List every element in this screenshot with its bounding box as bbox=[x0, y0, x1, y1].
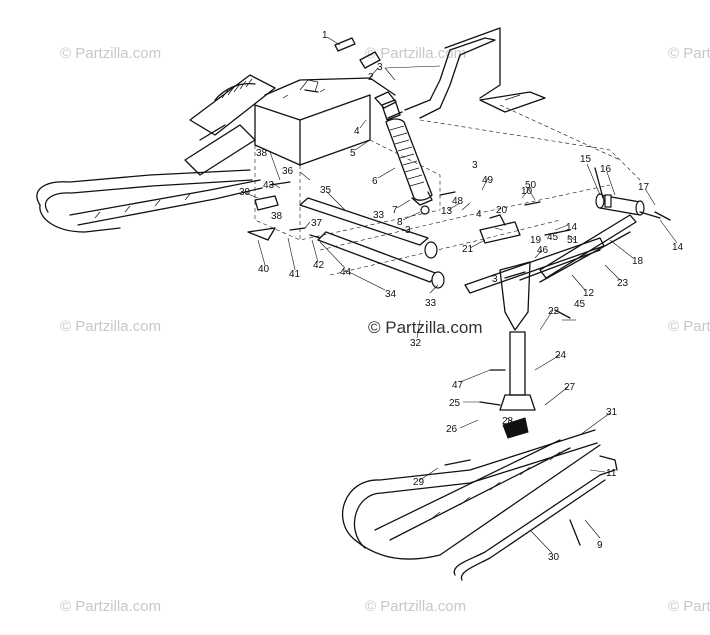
callout-17: 17 bbox=[638, 182, 650, 193]
callout-3b: 3 bbox=[405, 225, 411, 236]
callout-2: 2 bbox=[368, 72, 374, 83]
callout-39: 39 bbox=[239, 187, 251, 198]
rear-ski-drawing bbox=[36, 169, 263, 233]
callout-45: 45 bbox=[574, 299, 586, 310]
callout-6: 6 bbox=[372, 176, 378, 187]
callout-23: 23 bbox=[617, 278, 629, 289]
callout-19: 19 bbox=[530, 235, 542, 246]
callout-labels: 1 2 3 4 5 6 7 8 9 10 11 12 13 14 14 15 1… bbox=[239, 30, 684, 563]
callout-47: 47 bbox=[452, 380, 464, 391]
watermark: © Partzilla.com bbox=[668, 318, 710, 335]
callout-44: 44 bbox=[340, 267, 352, 278]
callout-26: 26 bbox=[446, 424, 458, 435]
callout-35: 35 bbox=[320, 185, 332, 196]
callout-41: 41 bbox=[289, 269, 301, 280]
callout-46: 46 bbox=[537, 245, 549, 256]
callout-7: 7 bbox=[392, 205, 398, 216]
callout-13: 13 bbox=[441, 206, 453, 217]
callout-33b: 33 bbox=[373, 210, 385, 221]
callout-42: 42 bbox=[313, 260, 325, 271]
callout-38b: 38 bbox=[271, 211, 283, 222]
callout-28: 28 bbox=[502, 416, 514, 427]
callout-10: 10 bbox=[521, 186, 533, 197]
callout-51: 51 bbox=[567, 235, 579, 246]
callout-29: 29 bbox=[413, 477, 425, 488]
callout-16: 16 bbox=[600, 164, 612, 175]
callout-24: 24 bbox=[555, 350, 567, 361]
frame-drawing bbox=[254, 27, 641, 276]
callout-4b: 4 bbox=[476, 209, 482, 220]
callout-25: 25 bbox=[449, 398, 461, 409]
hardware-drawing bbox=[247, 37, 661, 546]
callout-8: 8 bbox=[397, 217, 403, 228]
spindle-drawing bbox=[479, 214, 536, 439]
callout-22: 22 bbox=[548, 306, 560, 317]
callout-9: 9 bbox=[597, 540, 603, 551]
callout-21: 21 bbox=[462, 244, 474, 255]
watermark: © Partzilla.com bbox=[365, 598, 467, 615]
callout-20: 20 bbox=[496, 205, 508, 216]
callout-12: 12 bbox=[583, 288, 595, 299]
watermark: © Partzilla.com bbox=[60, 318, 162, 335]
watermark: © Partzilla.com bbox=[60, 45, 162, 62]
callout-37: 37 bbox=[311, 218, 323, 229]
callout-33: 33 bbox=[425, 298, 437, 309]
watermark: © Partzilla.com bbox=[365, 45, 467, 62]
callout-45b: 45 bbox=[547, 232, 559, 243]
callout-27: 27 bbox=[564, 382, 576, 393]
callout-15: 15 bbox=[580, 154, 592, 165]
callout-32: 32 bbox=[410, 338, 422, 349]
callout-4: 4 bbox=[354, 126, 360, 137]
watermark: © Partzilla.com bbox=[668, 598, 710, 615]
watermark: © Partzilla.com bbox=[60, 598, 162, 615]
callout-3: 3 bbox=[377, 62, 383, 73]
callout-50: 50 bbox=[525, 180, 537, 191]
callout-30: 30 bbox=[548, 552, 560, 563]
callout-14: 14 bbox=[566, 222, 578, 233]
rear-shock-drawing bbox=[184, 74, 276, 176]
callout-3d: 3 bbox=[492, 274, 498, 285]
callout-48: 48 bbox=[452, 196, 464, 207]
watermark-center: © Partzilla.com bbox=[368, 318, 483, 337]
radius-rods-drawing bbox=[299, 197, 637, 294]
callout-5: 5 bbox=[350, 148, 356, 159]
cross-shaft-drawing bbox=[595, 193, 671, 221]
callout-49: 49 bbox=[482, 175, 494, 186]
callout-1: 1 bbox=[322, 30, 328, 41]
callout-31: 31 bbox=[606, 407, 618, 418]
callout-43: 43 bbox=[263, 180, 275, 191]
callout-18: 18 bbox=[632, 256, 644, 267]
leader-lines bbox=[242, 36, 678, 554]
callout-14b: 14 bbox=[672, 242, 684, 253]
callout-40: 40 bbox=[258, 264, 270, 275]
callout-3c: 3 bbox=[472, 160, 478, 171]
callout-36: 36 bbox=[282, 166, 294, 177]
front-ski-drawing bbox=[341, 429, 618, 581]
callout-38: 38 bbox=[256, 148, 268, 159]
watermark: © Partzilla.com bbox=[668, 45, 710, 62]
callout-34: 34 bbox=[385, 289, 397, 300]
front-shock-drawing bbox=[374, 91, 433, 215]
callout-11: 11 bbox=[606, 468, 617, 479]
